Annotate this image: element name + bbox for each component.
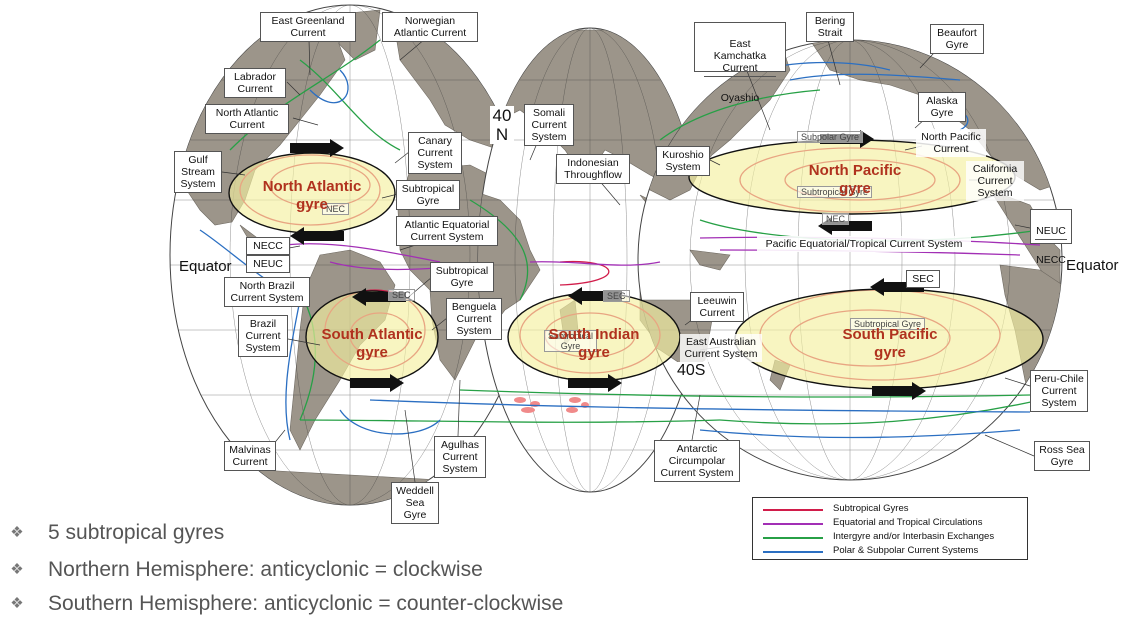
- north-pacific-gyre-label: North Pacific gyre: [808, 162, 902, 197]
- sec-atlantic-label: SEC: [388, 289, 415, 301]
- north-atlantic-gyre-label: North Atlantic gyre: [262, 178, 362, 213]
- antarctic-circumpolar-current-label: Antarctic Circumpolar Current System: [654, 440, 740, 482]
- subtropical-gyre-si-inner: Subtropical Gyre: [544, 330, 598, 352]
- peru-chile-current-label: Peru-Chile Current System: [1030, 370, 1088, 412]
- subtropical-gyre-sp-inner: Subtropical Gyre: [850, 318, 926, 330]
- sec-pacific-label: SEC: [906, 270, 940, 288]
- equator-left-label: Equator: [179, 258, 232, 275]
- north-atlantic-current-label: North Atlantic Current: [205, 104, 289, 134]
- subpolar-gyre-inner: Subpolar Gyre: [797, 131, 864, 143]
- somali-current-system-label: Somali Current System: [524, 104, 574, 146]
- necc-atlantic-label: NECC: [246, 237, 290, 255]
- legend-swatch-equatorial: [763, 523, 823, 525]
- north-brazil-current-label: North Brazil Current System: [224, 277, 310, 307]
- california-current-system-label: California Current System: [966, 161, 1024, 201]
- legend: Subtropical Gyres Equatorial and Tropica…: [752, 497, 1028, 560]
- leeuwin-current-label: Leeuwin Current: [690, 292, 744, 322]
- east-australian-current-label: East Australian Current System: [680, 334, 762, 362]
- labrador-current-label: Labrador Current: [224, 68, 286, 98]
- bullet-text: Southern Hemisphere: anticyclonic = coun…: [48, 592, 564, 615]
- subtropical-gyre-na-label: Subtropical Gyre: [396, 180, 460, 210]
- direction-arrows: [290, 130, 926, 400]
- benguela-current-system-label: Benguela Current System: [446, 298, 502, 340]
- beaufort-gyre-label: Beaufort Gyre: [930, 24, 984, 54]
- legend-label: Polar & Subpolar Current Systems: [833, 545, 979, 556]
- diamond-bullet-icon: ❖: [10, 595, 24, 612]
- legend-label: Equatorial and Tropical Circulations: [833, 517, 983, 528]
- arrow-east-sp-bottom: [872, 382, 926, 400]
- alaska-gyre-label: Alaska Gyre: [918, 92, 966, 122]
- bullet-text: 5 subtropical gyres: [48, 521, 225, 544]
- east-greenland-current-label: East Greenland Current: [260, 12, 356, 42]
- arrow-east-sa-bottom: [350, 374, 404, 392]
- agulhas-current-system-label: Agulhas Current System: [434, 436, 486, 478]
- equator-right-label: Equator: [1066, 257, 1119, 274]
- kuroshio-system-label: Kuroshio System: [656, 146, 710, 176]
- north-pacific-current-label: North Pacific Current: [916, 129, 986, 157]
- neuc-necc-pacific-box: NEUC NECC: [1030, 209, 1072, 266]
- norwegian-atlantic-current-label: Norwegian Atlantic Current: [382, 12, 478, 42]
- legend-swatch-intergyre: [763, 537, 823, 539]
- subtropical-gyre-sa-label: Subtropical Gyre: [430, 262, 494, 292]
- gulf-stream-system-label: Gulf Stream System: [174, 151, 222, 193]
- south-pacific-gyre-label: South Pacific gyre: [842, 326, 938, 361]
- nec-atlantic-label: NEC: [322, 203, 350, 215]
- brazil-current-system-label: Brazil Current System: [238, 315, 288, 357]
- arrow-east-na-top: [290, 139, 344, 157]
- bering-strait-label: Bering Strait: [806, 12, 854, 42]
- neuc-atlantic-label: NEUC: [246, 255, 290, 273]
- weddell-sea-gyre-label: Weddell Sea Gyre: [391, 482, 439, 524]
- south-indian-gyre-label: South Indian gyre: [548, 326, 640, 361]
- legend-swatch-subtropical: [763, 509, 823, 511]
- oyashio-label: Oyashio: [720, 92, 760, 104]
- nec-pacific-label: NEC: [822, 213, 850, 225]
- east-kamchatka-current-label: East Kamchatka Current: [704, 38, 776, 77]
- atlantic-equatorial-current-label: Atlantic Equatorial Current System: [396, 216, 498, 246]
- legend-label: Intergyre and/or Interbasin Exchanges: [833, 531, 995, 542]
- bullet-text: Northern Hemisphere: anticyclonic = cloc…: [48, 558, 483, 581]
- forty-north-marker: 40 N: [490, 106, 514, 144]
- neuc-pacific-label: NEUC: [1035, 225, 1067, 240]
- canary-current-system-label: Canary Current System: [408, 132, 462, 174]
- south-atlantic-gyre-label: South Atlantic gyre: [321, 326, 423, 361]
- malvinas-current-label: Malvinas Current: [224, 441, 276, 471]
- necc-pacific-label: NECC: [1036, 254, 1066, 266]
- east-kamchatka-oyashio-box: East Kamchatka Current Oyashio: [694, 22, 786, 104]
- ross-sea-gyre-label: Ross Sea Gyre: [1034, 441, 1090, 471]
- arrow-west-na-bottom: [290, 227, 344, 245]
- diamond-bullet-icon: ❖: [10, 561, 24, 578]
- pacific-equatorial-current-label: Pacific Equatorial/Tropical Current Syst…: [757, 236, 971, 252]
- forty-south-marker: 40S: [676, 362, 707, 380]
- subtropical-gyre-np-inner: Subtropical Gyre: [797, 186, 873, 198]
- sec-indian-label: SEC: [603, 290, 630, 302]
- legend-swatch-polar: [763, 551, 823, 553]
- legend-label: Subtropical Gyres: [833, 503, 909, 514]
- diamond-bullet-icon: ❖: [10, 524, 24, 541]
- arrow-east-si-bottom: [568, 374, 622, 392]
- indonesian-throughflow-label: Indonesian Throughflow: [556, 154, 630, 184]
